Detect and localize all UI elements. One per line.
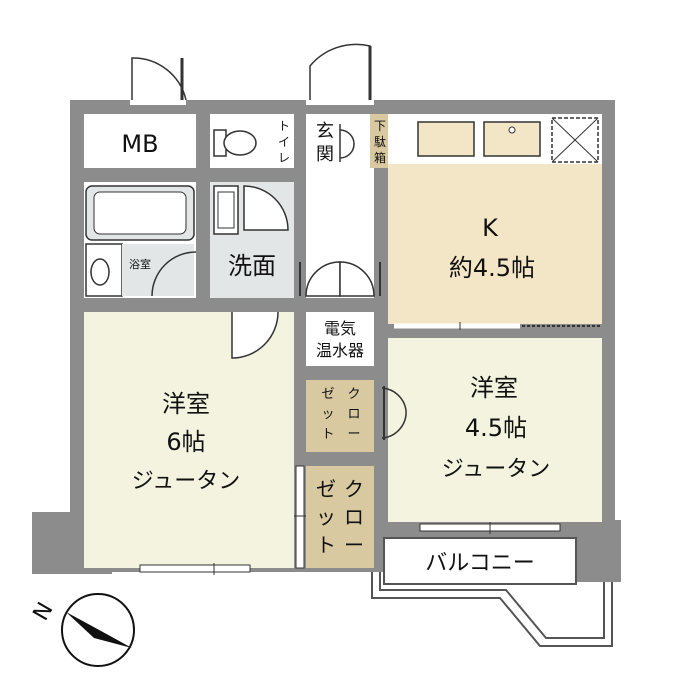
stove-icon (417, 121, 475, 157)
closet-big-c2-3: ー (344, 533, 364, 557)
balcony: バルコニー (371, 537, 613, 647)
closet-big-c1-2: ッ (316, 505, 336, 529)
water-heater: 電気 温水器 (306, 312, 374, 366)
entrance-char-1: 玄 (316, 121, 334, 142)
east-pillar (575, 520, 621, 582)
bath-label: 浴室 (129, 257, 151, 271)
closet-small-c1-2: ッ (321, 407, 334, 422)
entrance-inner-door-icon (339, 124, 355, 162)
closet-big-c1-1: ゼ (316, 477, 336, 501)
washroom-door-icon (243, 185, 289, 231)
closet-big-c2-2: ロ (344, 505, 364, 529)
compass-north-label: N (29, 598, 59, 625)
closet-small: ゼ ッ ト ク ロ ー (306, 380, 374, 452)
entrance-char-2: 関 (316, 144, 334, 165)
east-room-name: 洋室 (470, 374, 518, 402)
east-room-floor: ジュータン (442, 457, 550, 482)
bath-door-icon (151, 251, 197, 297)
mb-door (130, 57, 187, 105)
closet-big-c1-3: ト (316, 533, 336, 557)
toilet-char-2: イ (278, 135, 290, 149)
compass-icon: N (29, 593, 135, 667)
hall-double-door (299, 261, 381, 297)
toilet-char-1: ト (278, 119, 290, 133)
washroom: 洗面 (210, 182, 294, 298)
west-room-door-icon (231, 311, 279, 359)
west-room: 洋室 6帖 ジュータン (84, 311, 294, 575)
water-heater-line-1: 電気 (324, 319, 356, 338)
shoe-box-char-1: 下 (374, 119, 386, 133)
west-room-size: 6帖 (166, 428, 205, 456)
kitchen-name: K (482, 214, 499, 242)
mb-label: MB (121, 130, 158, 158)
closet-small-c1-1: ゼ (321, 387, 334, 402)
closet-big-c2-1: ク (344, 477, 364, 501)
entrance-front-door (306, 43, 374, 105)
closet-big: ゼ ッ ト ク ロ ー (294, 465, 374, 569)
bathroom: 浴室 (84, 182, 197, 298)
closet-small-c1-3: ト (321, 427, 334, 442)
toilet-room: ト イ レ (210, 114, 294, 168)
east-room: 洋室 4.5帖 ジュータン (381, 338, 602, 534)
kitchen-size: 約4.5帖 (449, 254, 535, 282)
kitchen: K 約4.5帖 (388, 114, 602, 330)
shoe-box (370, 114, 390, 168)
shoe-box-char-2: 駄 (374, 134, 386, 149)
toilet-char-3: レ (278, 151, 290, 165)
east-room-size: 4.5帖 (465, 414, 527, 442)
closet-small-c2-1: ク (347, 387, 360, 402)
west-room-name: 洋室 (162, 390, 210, 418)
closet-small-c2-3: ー (347, 427, 360, 442)
balcony-label: バルコニー (425, 551, 535, 576)
toilet-bowl-icon (223, 130, 257, 156)
washroom-label: 洗面 (228, 252, 276, 280)
mb-closet: MB (84, 114, 196, 168)
east-room-closet-door-icon (381, 387, 407, 439)
bath-sink-icon (90, 258, 110, 286)
closet-small-c2-2: ロ (347, 407, 360, 422)
shoe-box-char-3: 箱 (374, 150, 386, 165)
water-heater-line-2: 温水器 (316, 341, 364, 360)
west-room-floor: ジュータン (132, 469, 240, 494)
